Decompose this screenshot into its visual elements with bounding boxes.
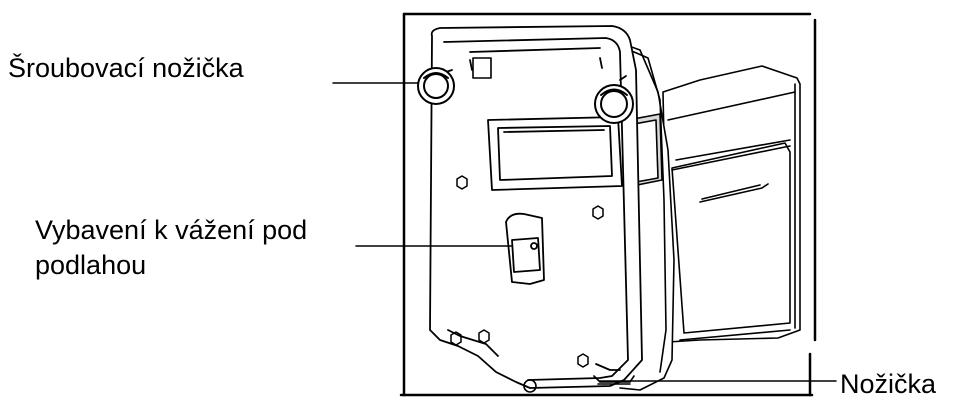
label-screw-foot: Šroubovací nožička — [8, 53, 244, 83]
side-housing — [662, 65, 801, 343]
top-vent — [472, 57, 492, 79]
hex-bolts — [450, 175, 604, 368]
base-plate — [429, 25, 643, 389]
bottom-foot — [523, 375, 635, 393]
label-foot: Nožička — [840, 369, 937, 399]
screw-foot-left — [417, 67, 455, 105]
screw-foot-right — [594, 84, 634, 124]
label-underfloor-weighing-line2: podlahou — [35, 250, 147, 280]
leader-lines — [332, 82, 837, 382]
display-window — [487, 116, 623, 191]
picture-frame — [399, 12, 817, 397]
underfloor-hook-cover — [505, 212, 545, 285]
label-underfloor-weighing-line1: Vybavení k vážení pod — [35, 215, 308, 245]
